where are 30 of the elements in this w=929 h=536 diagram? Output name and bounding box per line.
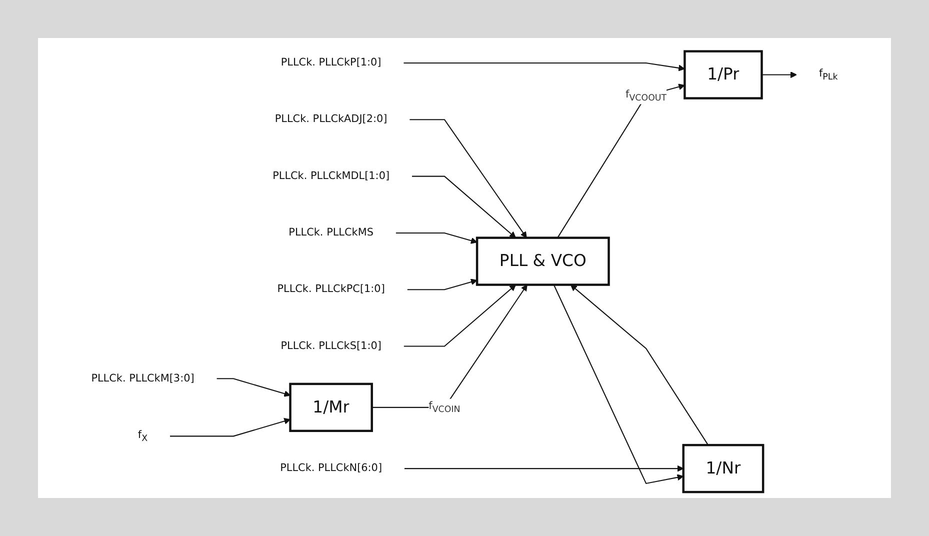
node-text: f$_{X}$ bbox=[138, 428, 148, 443]
node-box: 1/Pr bbox=[684, 50, 763, 100]
arrow bbox=[170, 418, 291, 437]
arrow bbox=[404, 284, 516, 347]
node-box: 1/Nr bbox=[682, 444, 764, 494]
node-text: PLLCk. PLLCkN[6:0] bbox=[280, 462, 382, 474]
node-text: PLLCk. PLLCkP[1:0] bbox=[280, 56, 382, 69]
edge-label: f$_{VCOOUT}$ bbox=[626, 88, 667, 103]
node-box: PLL & VCO bbox=[476, 236, 610, 286]
arrow bbox=[396, 232, 478, 244]
node-text: f$_{PLk}$ bbox=[819, 68, 838, 82]
arrow bbox=[553, 284, 684, 484]
arrow bbox=[412, 176, 516, 238]
edge-label: f$_{VCOIN}$ bbox=[428, 400, 460, 414]
arrow bbox=[216, 378, 291, 397]
arrow bbox=[570, 284, 709, 446]
arrow bbox=[410, 119, 527, 238]
arrow bbox=[557, 84, 685, 238]
node-text: PLLCk. PLLCkPC[1:0] bbox=[277, 283, 385, 296]
node-text: PLLCk. PLLCkADJ[2:0] bbox=[274, 113, 388, 126]
arrow bbox=[407, 278, 478, 290]
node-text: PLLCk. PLLCkMS bbox=[288, 226, 374, 239]
node-text: PLLCk. PLLCkMDL[1:0] bbox=[272, 170, 390, 182]
arrow bbox=[404, 62, 685, 72]
node-text: PLLCk. PLLCkM[3:0] bbox=[91, 372, 194, 384]
arrow bbox=[762, 72, 797, 78]
arrow bbox=[404, 465, 684, 472]
node-text: PLLCk. PLLCkS[1:0] bbox=[280, 340, 382, 352]
node-box: 1/Mr bbox=[289, 382, 373, 432]
arrow bbox=[372, 284, 528, 408]
